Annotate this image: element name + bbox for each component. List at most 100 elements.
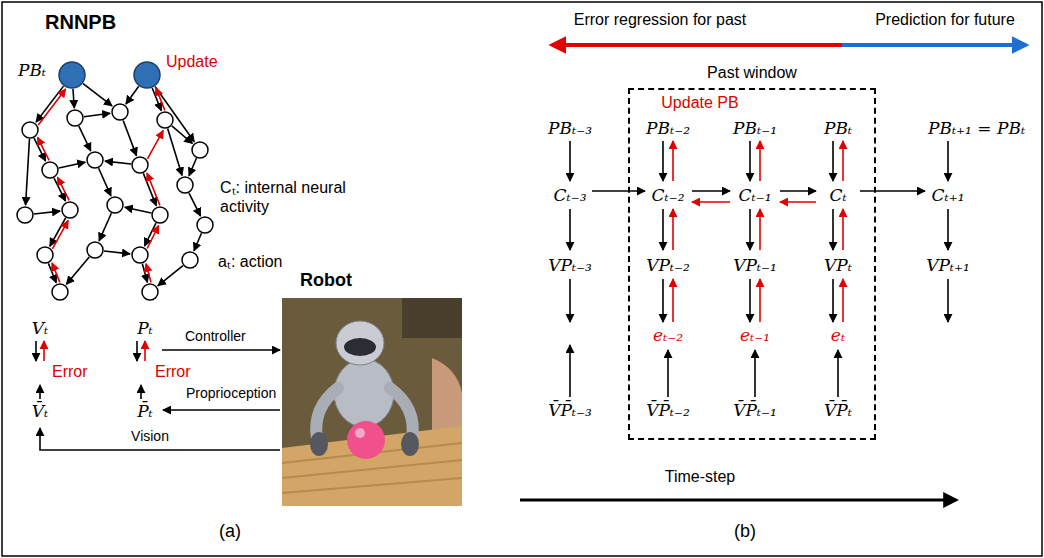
direction-label: Prediction for future [875, 10, 1015, 29]
time-arrow [520, 499, 956, 502]
arrow-line [662, 141, 664, 181]
signal-name: Proprioception [186, 385, 276, 402]
arrow-line [842, 141, 844, 181]
ball-highlight [355, 428, 365, 438]
neuron [37, 247, 53, 263]
variable-name: V̄ₜ [32, 401, 48, 421]
arrow-line [947, 141, 949, 181]
arrow-line [163, 409, 280, 411]
variable-name: Vₜ [32, 318, 48, 338]
arrow-line [66, 257, 89, 284]
arrow-line [158, 266, 183, 286]
neuron [42, 162, 58, 178]
arrow-line [147, 226, 159, 249]
arrow-line [26, 139, 30, 205]
arrow-line [99, 213, 111, 241]
robot-hand [310, 432, 328, 456]
variable-name: Cₜ₊₁ [932, 185, 965, 205]
arrow-line [832, 141, 834, 181]
arrow-line [592, 190, 645, 192]
panel-label: (a) [219, 521, 241, 543]
neuron [17, 207, 33, 223]
arrow-line [123, 120, 136, 155]
direction-label: Error regression for past [574, 10, 747, 29]
pb-neuron [59, 62, 85, 88]
arrow-line [168, 129, 182, 176]
update-note: Update PB [661, 93, 738, 112]
arrow-line [692, 201, 730, 203]
arrow-line [73, 89, 74, 108]
arrow-line [189, 158, 197, 176]
arrow-line [780, 201, 816, 203]
arrow-line [147, 173, 160, 205]
arrow-line [672, 141, 674, 181]
arrow-line [147, 130, 163, 158]
arrow-line [832, 279, 834, 322]
past-arrow [552, 43, 842, 47]
error-label: Error [155, 362, 191, 381]
variable-name: PBₜ [18, 60, 46, 80]
neuron [192, 142, 208, 158]
variable-name: V̄P̄ₜ [824, 400, 852, 420]
arrow-line [83, 84, 112, 106]
variable-name: PBₜ₋₂ [646, 118, 690, 138]
arrow-line [43, 341, 45, 361]
arrow-line [194, 233, 202, 251]
arrow-line [156, 88, 165, 111]
arrow-line [162, 349, 280, 351]
arrow-line [58, 177, 70, 200]
arrow-line [136, 341, 138, 361]
neuron [87, 242, 103, 258]
arrow-line [749, 279, 751, 322]
arrow-line [125, 207, 151, 213]
variable-name: Cₜ₋₃ [554, 185, 587, 205]
arrow-line [35, 341, 37, 361]
variable-name: Cₜ [829, 185, 846, 205]
neuron [157, 112, 173, 128]
neuron [132, 247, 148, 263]
arrow-line [759, 279, 761, 322]
variable-name: PBₜ₋₃ [548, 118, 592, 138]
arrow-line [749, 209, 751, 250]
arrow-line [38, 137, 50, 160]
variable-name: Cₜ₋₁ [739, 185, 772, 205]
arrow-line [947, 209, 949, 250]
variable-name: VPₜ [824, 255, 852, 275]
arrow-line [672, 279, 674, 322]
arrow-line [99, 168, 111, 196]
arrow-line [860, 190, 925, 192]
neuron [62, 202, 78, 218]
arrow-line [569, 345, 571, 397]
update-note: Update [166, 52, 218, 71]
arrow-line [692, 190, 730, 192]
variable-name: PBₜ [824, 118, 852, 138]
arrow-line [146, 264, 151, 283]
neuron [132, 157, 148, 173]
arrow-line [189, 193, 201, 216]
arrow-line [759, 141, 761, 181]
arrow-line [144, 341, 146, 361]
neuron [52, 284, 68, 300]
arrow-line [662, 209, 664, 250]
photo-shadow [402, 298, 462, 338]
robot-photo-box: Robot [282, 298, 462, 506]
variable-name: Pₜ [137, 318, 153, 338]
arrow-line [59, 162, 85, 168]
arrow-line [48, 263, 56, 282]
variable-name: V̄P̄ₜ₋₁ [733, 400, 777, 420]
variable-name: VPₜ₋₃ [548, 255, 592, 275]
arrow-line [754, 350, 756, 397]
node-heading: Robot [300, 270, 352, 292]
arrow-line [140, 385, 142, 399]
robot-body [334, 359, 394, 427]
arrow-line [50, 218, 66, 246]
neuron [107, 197, 123, 213]
pink-ball [347, 421, 385, 459]
arrow-line [759, 209, 761, 250]
robot-arm [316, 388, 338, 438]
arrow-line [569, 141, 571, 181]
arrow-line [36, 86, 63, 122]
variable-note: aₜ: action [218, 252, 282, 271]
variable-name: PBₜ₋₁ [733, 118, 777, 138]
